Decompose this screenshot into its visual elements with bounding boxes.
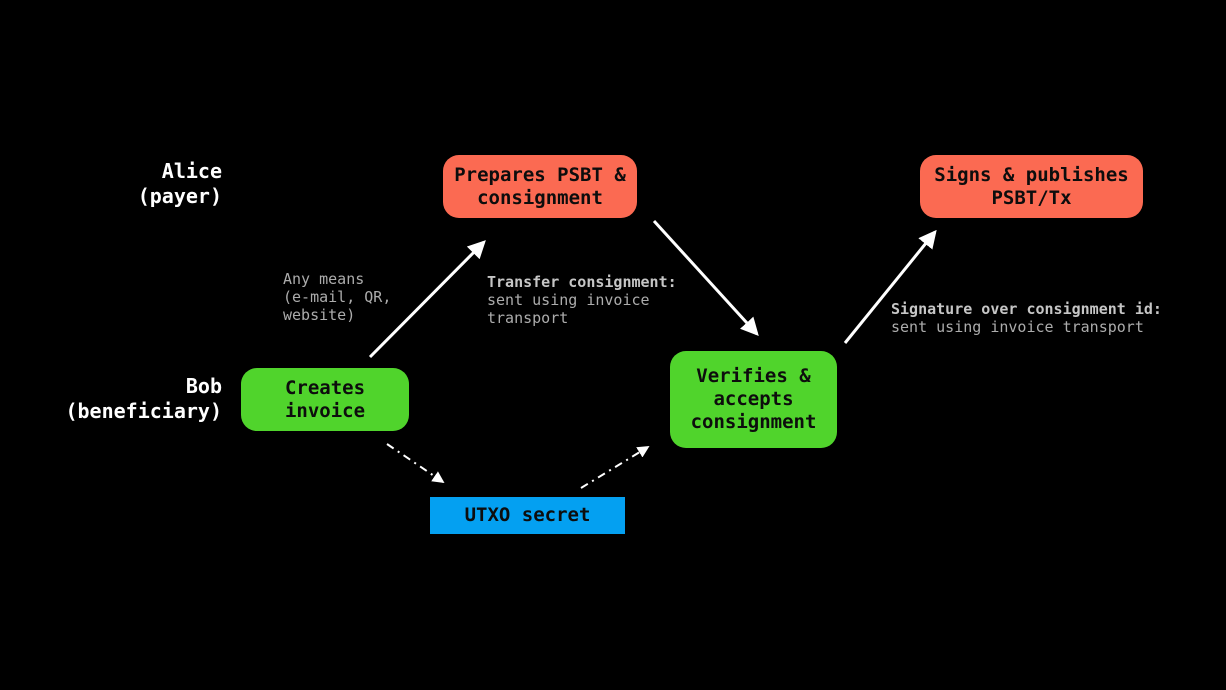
annotation-any-means-text: Any means (e-mail, QR, website) <box>283 270 392 324</box>
actor-bob-name: Bob <box>185 374 222 398</box>
actor-label-bob: Bob (beneficiary) <box>40 374 222 424</box>
annotation-signature-consignment-id: Signature over consignment id: sent usin… <box>891 300 1162 336</box>
node-prepares-label: Prepares PSBT & consignment <box>454 163 626 209</box>
annotation-signature-body: sent using invoice transport <box>891 318 1144 336</box>
actor-alice-name: Alice <box>161 159 222 183</box>
annotation-any-means: Any means (e-mail, QR, website) <box>283 270 391 324</box>
node-utxo-label: UTXO secret <box>464 504 591 526</box>
node-verifies-label: Verifies & accepts consignment <box>690 365 817 433</box>
annotation-transfer-title: Transfer consignment: <box>487 273 677 291</box>
annotation-signature-title: Signature over consignment id: <box>891 300 1162 318</box>
node-verifies-accepts-consignment: Verifies & accepts consignment <box>670 351 837 448</box>
annotation-transfer-body: sent using invoice transport <box>487 291 650 327</box>
node-signs-publishes-psbt: Signs & publishes PSBT/Tx <box>920 155 1143 218</box>
arrow-secret-to-verification <box>580 446 650 489</box>
annotation-transfer-consignment: Transfer consignment: sent using invoice… <box>487 273 677 327</box>
node-signs-label: Signs & publishes PSBT/Tx <box>934 163 1129 209</box>
actor-label-alice: Alice (payer) <box>40 159 222 209</box>
node-prepares-psbt-consignment: Prepares PSBT & consignment <box>443 155 637 218</box>
actor-alice-role: (payer) <box>137 184 222 208</box>
node-creates-invoice: Creates invoice <box>241 368 409 431</box>
node-creates-label: Creates invoice <box>284 376 366 422</box>
actor-bob-role: (beneficiary) <box>65 399 222 423</box>
arrow-invoice-to-alice <box>368 240 486 359</box>
arrow-acceptance-to-alice <box>843 229 937 344</box>
node-utxo-secret: UTXO secret <box>430 497 625 534</box>
arrow-consignment-to-bob <box>652 219 759 336</box>
arrow-secret-from-invoice <box>386 443 445 484</box>
